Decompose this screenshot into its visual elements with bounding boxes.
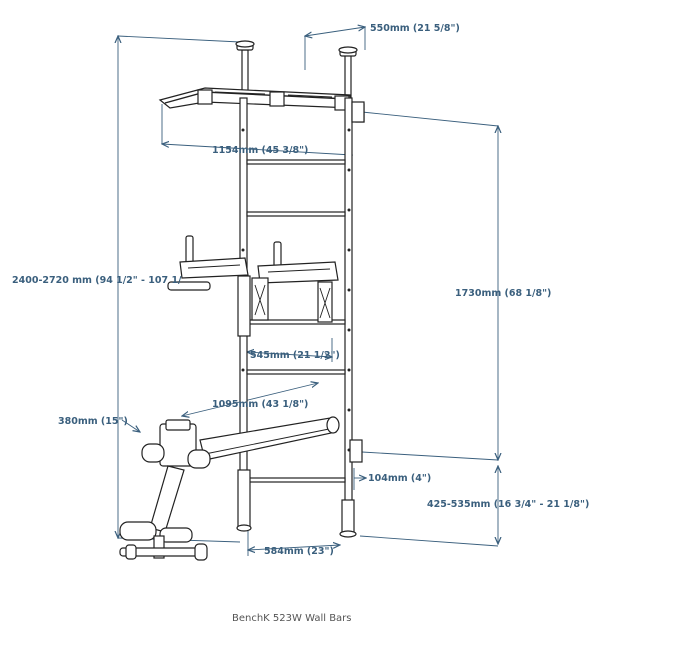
bench-length-label: 1095mm (43 1/8") (212, 399, 308, 410)
ladder-rungs (246, 159, 346, 483)
ladder-height-label: 1730mm (68 1/8") (455, 288, 551, 299)
total-height-label: 2400-2720 mm (94 1/2" - 107 1/ (12, 275, 182, 286)
dip-width-label: 545mm (21 1/2") (250, 350, 340, 361)
top-depth-label: 550mm (21 5/8") (370, 23, 460, 34)
wall-offset-label: 104mm (4") (368, 473, 431, 484)
bench (119, 416, 340, 561)
dip-station (167, 235, 339, 337)
dimension-lines (118, 27, 498, 556)
bench-height-label: 380mm (15") (58, 416, 128, 427)
base-width-label: 584mm (23") (264, 546, 334, 557)
pullup-width-label: 1154mm (45 3/8") (212, 145, 308, 156)
floor-height-label: 425-535mm (16 3/4" - 21 1/8") (427, 499, 589, 510)
diagram-caption: BenchK 523W Wall Bars (232, 613, 352, 624)
